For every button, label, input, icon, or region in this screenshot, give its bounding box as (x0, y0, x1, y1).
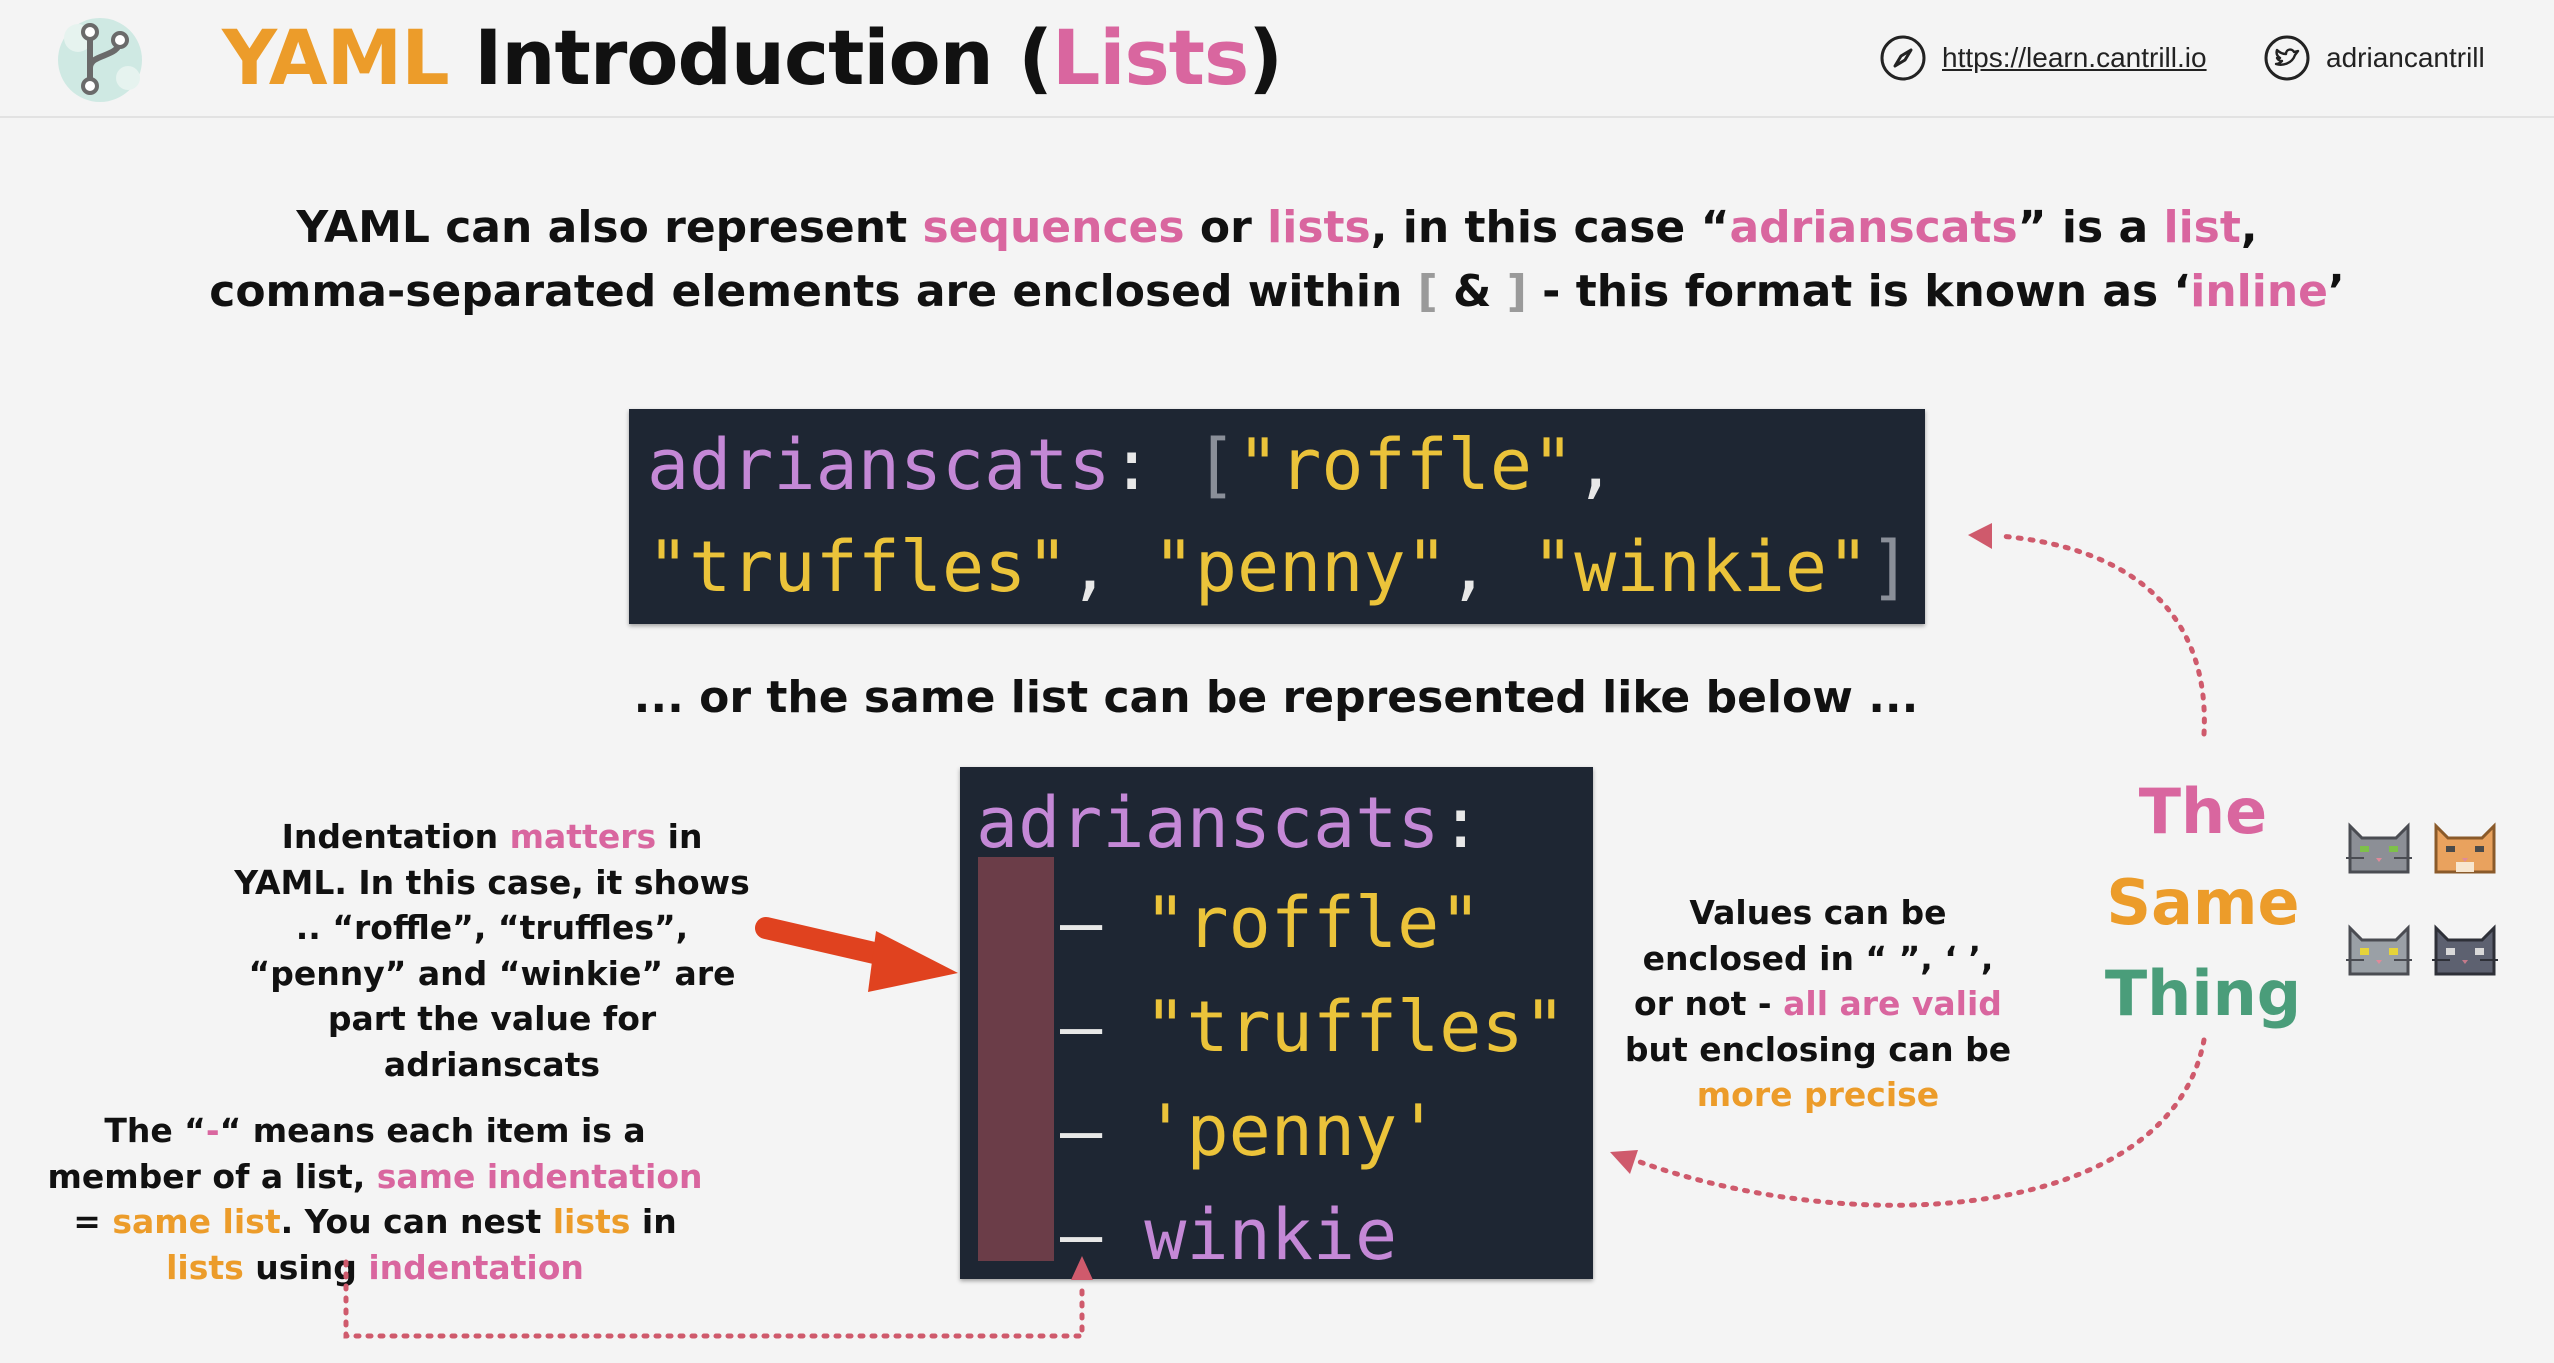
same-thing-word: The (2138, 775, 2268, 848)
header: YAML Introduction (Lists) https://learn.… (0, 0, 2554, 118)
intro-sequences: sequences (922, 202, 1185, 253)
code-list-item: – "roffle" (1060, 873, 1481, 973)
intro-seg: , in this case “ (1370, 202, 1730, 253)
note-seg: using (243, 1247, 369, 1287)
twitter-link[interactable]: adriancantrill (2262, 30, 2485, 86)
note-same-indentation: same indentation (376, 1156, 703, 1196)
title-lists: Lists (1051, 13, 1249, 102)
page-title: YAML Introduction (Lists) (222, 4, 1283, 112)
note-dash-char: - (205, 1111, 220, 1150)
note-indentation-word: indentation (368, 1247, 584, 1287)
code-key: adrianscats (647, 424, 1111, 506)
code-value: "truffles" (1144, 986, 1566, 1068)
note-seg: The “ (104, 1111, 206, 1150)
code-inline-block: adrianscats: ["roffle", "truffles", "pen… (629, 409, 1925, 624)
note-seg: Values can be enclosed in “ ”, ‘ ’, or n… (1634, 893, 1994, 1023)
note-seg: in (630, 1202, 677, 1241)
code-list-item: – "truffles" (1060, 977, 1566, 1077)
code-bracket: [ (1194, 424, 1238, 506)
intro-seg: or (1184, 202, 1268, 253)
code-line: adrianscats: (976, 773, 1482, 873)
code-list-item: – 'penny' (1060, 1081, 1439, 1181)
intro-seg: - this format is known as ‘ (1526, 266, 2191, 317)
code-comma: , (1068, 526, 1153, 608)
note-seg: in YAML. In this case, it shows .. “roff… (234, 817, 750, 1084)
middle-text: ... or the same list can be represented … (633, 672, 1919, 723)
intro-adrianscats: adrianscats (1729, 202, 2018, 253)
intro-text: YAML can also represent sequences or lis… (200, 196, 2354, 324)
note-same-list: same list (112, 1202, 281, 1241)
note-values: Values can be enclosed in “ ”, ‘ ’, or n… (1618, 890, 2018, 1118)
intro-list: list (2163, 202, 2241, 253)
code-colon: : (1439, 782, 1482, 864)
code-value: "winkie" (1532, 526, 1870, 608)
site-link[interactable]: https://learn.cantrill.io (1878, 30, 2207, 86)
code-colon: : (1110, 424, 1195, 506)
note-seg: but enclosing can be (1624, 1029, 2012, 1069)
cat-icon (2346, 924, 2412, 976)
intro-seg: ’ (2328, 266, 2345, 317)
code-key: adrianscats (976, 782, 1440, 864)
site-url[interactable]: https://learn.cantrill.io (1942, 42, 2207, 73)
code-comma: , (1447, 526, 1533, 608)
code-dash: – (1060, 986, 1145, 1068)
intro-open-bracket: [ (1417, 266, 1438, 317)
indentation-highlight (978, 857, 1054, 1261)
red-arrow (755, 917, 958, 992)
code-line: "truffles", "penny", "winkie"] (647, 517, 1911, 617)
note-more-precise: more precise (1696, 1075, 1940, 1114)
code-dash: – (1060, 882, 1145, 964)
intro-lists: lists (1267, 202, 1371, 253)
cat-icon (2434, 822, 2496, 874)
code-value: "penny" (1152, 526, 1448, 608)
title-yaml: YAML (222, 13, 450, 102)
dotted-arrow-bottom (1610, 1037, 2207, 1208)
code-list-item: – winkie (1060, 1185, 1397, 1285)
code-dash: – (1060, 1090, 1145, 1172)
twitter-handle[interactable]: adriancantrill (2326, 42, 2485, 73)
twitter-icon (2264, 35, 2310, 81)
note-lists: lists (552, 1202, 631, 1241)
note-dash-meaning: The “-“ means each item is a member of a… (30, 1108, 720, 1290)
code-line: adrianscats: ["roffle", (647, 415, 1616, 515)
note-lists: lists (166, 1247, 244, 1287)
code-value: 'penny' (1144, 1090, 1440, 1172)
logo-icon (58, 18, 142, 102)
same-thing-word: Thing (2104, 957, 2302, 1030)
intro-seg: & (1437, 266, 1507, 317)
intro-seg: , comma-separated elements are enclosed … (209, 202, 2258, 317)
compass-icon (1880, 35, 1926, 81)
title-introduction: Introduction ( (448, 13, 1053, 102)
note-all-valid: all are valid (1783, 984, 2002, 1023)
note-indentation: Indentation matters in YAML. In this cas… (232, 814, 752, 1087)
note-seg: “ means each item is a member of a list, (47, 1111, 646, 1196)
code-bracket: ] (1869, 526, 1912, 608)
dotted-arrow-indent (343, 1256, 1093, 1339)
dotted-arrow-top (1968, 523, 2207, 737)
code-value: "roffle" (1144, 882, 1482, 964)
note-seg: Indentation (281, 817, 510, 856)
cat-icon (2346, 822, 2412, 874)
same-thing-word: Same (2106, 866, 2300, 939)
code-list-block: adrianscats: – "roffle" – "truffles" – '… (960, 767, 1593, 1279)
code-value: "truffles" (647, 526, 1069, 608)
note-seg: . You can nest (280, 1202, 553, 1241)
cat-icon (2432, 924, 2498, 976)
code-value: winkie (1144, 1194, 1398, 1276)
code-comma: , (1574, 424, 1617, 506)
intro-close-bracket: ] (1506, 266, 1527, 317)
title-close-paren: ) (1248, 13, 1283, 102)
note-seg: = (73, 1202, 113, 1241)
intro-inline: inline (2190, 266, 2329, 317)
intro-seg: YAML can also represent (296, 202, 923, 253)
note-matters: matters (509, 817, 657, 856)
code-value: "roffle" (1237, 424, 1575, 506)
intro-seg: ” is a (2017, 202, 2164, 253)
